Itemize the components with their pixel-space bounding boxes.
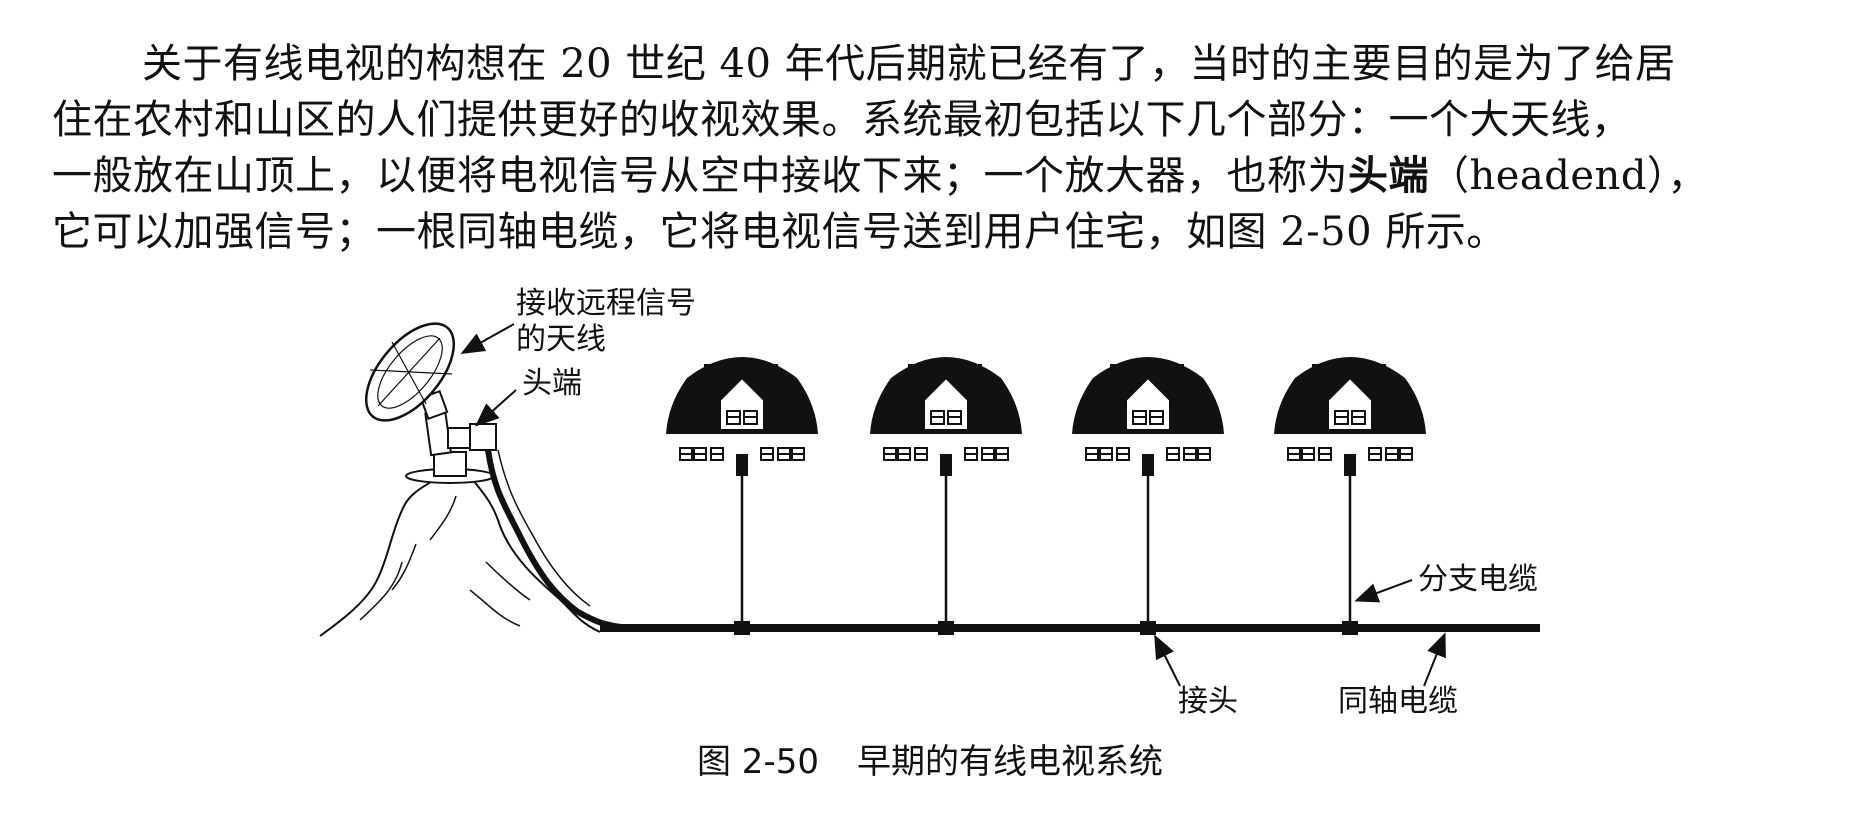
paragraph-line-3: 一般放在山顶上，以便将电视信号从空中接收下来；一个放大器，也称为头端（heade… — [52, 148, 1832, 204]
hill-outline — [319, 475, 601, 637]
house-3 — [1071, 356, 1225, 477]
figure-caption: 图 2-50 早期的有线电视系统 — [0, 742, 1860, 782]
paragraph-line-4: 它可以加强信号；一根同轴电缆，它将电视信号送到用户住宅，如图 2-50 所示。 — [52, 209, 1507, 255]
house-2 — [869, 356, 1023, 477]
cable-tv-figure: 接收远程信号 的天线 头端 分支电缆 接头 同轴电缆 — [0, 286, 1860, 816]
antenna-label-line-2: 的天线 — [516, 322, 606, 357]
paragraph-line-3-start: 一般放在山顶上，以便将电视信号从空中接收下来；一个放大器，也称为 — [52, 153, 1348, 199]
paragraph-line-3-end: （headend）， — [1429, 153, 1708, 199]
drop-cables — [740, 476, 1352, 624]
coax-label: 同轴电缆 — [1338, 684, 1458, 719]
house-4 — [1273, 356, 1427, 477]
body-paragraph: 关于有线电视的构想在 20 世纪 40 年代后期就已经有了，当时的主要目的是为了… — [52, 36, 1832, 260]
cable-tv-diagram — [319, 322, 1540, 687]
paragraph-line-2: 住在农村和山区的人们提供更好的收视效果。系统最初包括以下几个部分：一个大天线， — [52, 97, 1632, 143]
paragraph-line-1: 关于有线电视的构想在 20 世纪 40 年代后期就已经有了，当时的主要目的是为了… — [142, 41, 1676, 87]
antenna-label-line-1: 接收远程信号 — [516, 286, 696, 321]
figure-title: 早期的有线电视系统 — [856, 742, 1163, 782]
antenna-label: 接收远程信号 的天线 — [516, 286, 696, 358]
headend-label: 头端 — [522, 366, 582, 401]
house-1 — [665, 356, 819, 477]
taps — [734, 621, 1358, 635]
antenna-dish-icon — [364, 322, 456, 422]
headend-term: 头端 — [1348, 153, 1429, 199]
figure-number: 图 2-50 — [697, 742, 819, 782]
drop-cable-label: 分支电缆 — [1418, 562, 1538, 597]
headend-box-icon — [447, 423, 497, 451]
tap-label: 接头 — [1178, 684, 1238, 719]
headend-cable — [485, 449, 631, 631]
